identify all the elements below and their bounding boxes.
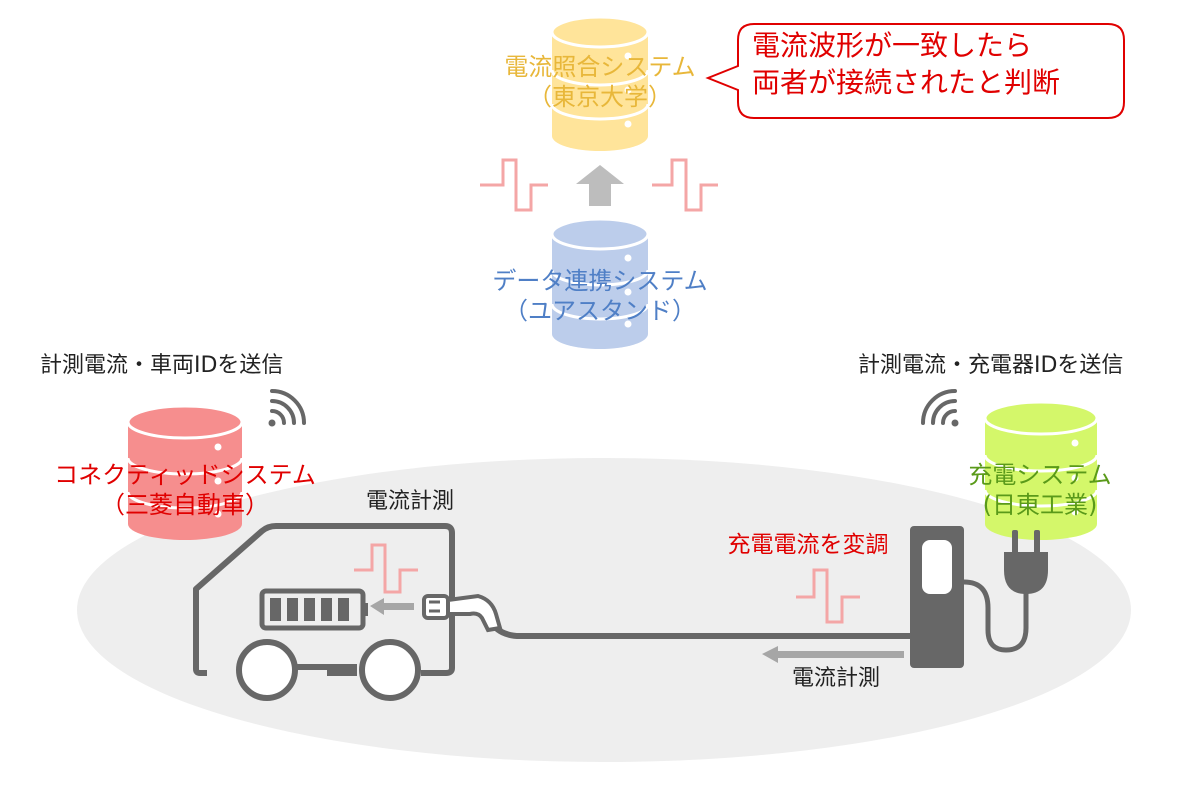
wifi-icon-right — [921, 389, 959, 427]
speech-bubble-line1: 電流波形が一致したら — [752, 29, 1033, 62]
charging-system-label: 充電システム (日東工業) — [950, 460, 1130, 520]
arrow-left-icon-cable — [762, 646, 904, 663]
connected-system-database-icon — [126, 404, 244, 540]
waveform-charger — [796, 568, 860, 624]
charging-system-org: (日東工業) — [982, 491, 1098, 519]
charging-system-database-icon — [983, 400, 1099, 540]
vehicle-measure-label: 電流計測 — [365, 489, 454, 514]
matching-system-database-icon — [550, 15, 650, 151]
waveform-left — [480, 158, 548, 212]
data-system-name: データ連携システム — [492, 267, 708, 295]
waveform-car — [354, 543, 418, 594]
charging-system-name: 充電システム — [968, 461, 1112, 489]
matching-system-name: 電流照合システム — [504, 53, 696, 81]
up-arrow-icon — [576, 165, 624, 206]
charger-icon — [910, 526, 1029, 668]
car-icon — [193, 523, 455, 701]
matching-system-label: 電流照合システム （東京大学） — [440, 52, 760, 112]
vehicle-send-label: 計測電流・車両IDを送信 — [40, 353, 284, 378]
speech-bubble — [705, 23, 1125, 119]
arrow-left-icon-car — [370, 598, 414, 615]
matching-system-org: （東京大学） — [528, 83, 672, 111]
speech-bubble-text: 電流波形が一致したら 両者が接続されたと判断 — [752, 28, 1120, 102]
charger-measure-label: 電流計測 — [791, 666, 880, 691]
plug-icon — [1004, 530, 1048, 594]
charger-modulate-label: 充電電流を変調 — [727, 532, 889, 558]
ground-area — [77, 458, 1131, 762]
charging-cable — [494, 625, 912, 639]
battery-icon — [259, 588, 368, 631]
car-charge-inlet — [422, 593, 503, 633]
waveform-right — [652, 158, 718, 212]
connected-system-org: （三菱自動車） — [101, 491, 269, 519]
connected-system-name: コネクティッドシステム — [54, 461, 316, 489]
charger-send-label: 計測電流・充電器IDを送信 — [858, 353, 1124, 378]
data-system-org: （ユアスタンド） — [504, 297, 696, 325]
data-system-database-icon — [550, 217, 650, 349]
connected-system-label: コネクティッドシステム （三菱自動車） — [20, 460, 350, 520]
data-system-label: データ連携システム （ユアスタンド） — [440, 266, 760, 326]
wifi-icon-left — [268, 389, 306, 427]
speech-bubble-line2: 両者が接続されたと判断 — [752, 65, 1061, 99]
